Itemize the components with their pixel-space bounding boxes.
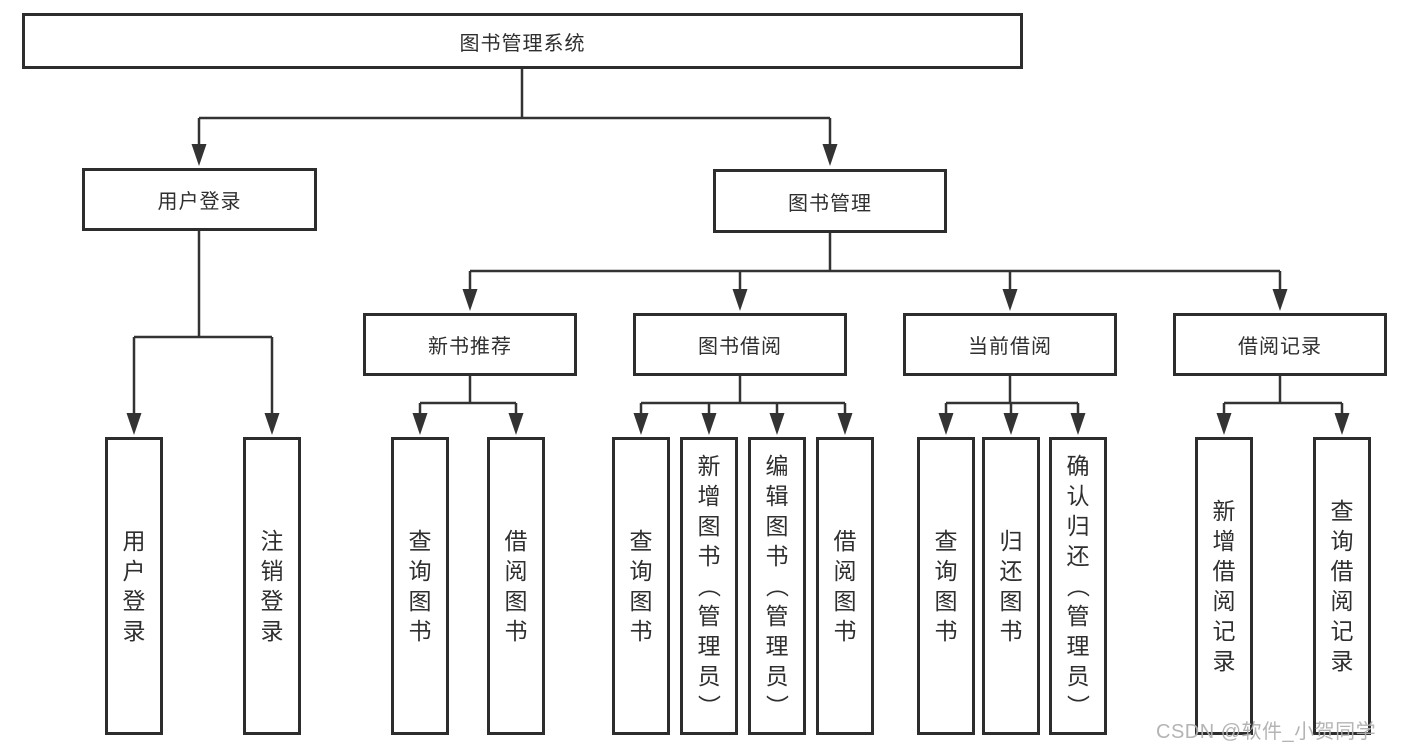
arrowhead-icon [126,413,142,435]
arrowhead-icon [462,289,478,311]
node-rec-search-books: 查询图书 [391,437,449,735]
connector-book-borrowing-to-leaves [639,376,847,415]
arrowhead-icon [732,289,748,311]
connector-current-borrowing-to-leaves [944,376,1080,415]
arrowhead-icon [837,413,853,435]
node-current-return-books: 归还图书 [982,437,1040,735]
node-current-confirm-return-admin: 确认归还（管理员） [1049,437,1107,735]
node-label: 新书推荐 [428,336,512,358]
arrowheads [126,144,1350,435]
connector-root-to-level2 [197,69,832,146]
node-label: 新增图书（管理员） [696,453,722,718]
arrowhead-icon [938,413,954,435]
node-book-management: 图书管理 [713,169,947,233]
connector-user-login-to-leaves [132,231,274,415]
node-label: 查询图书 [629,528,653,644]
connector-borrowing-records-to-leaves [1222,376,1344,415]
arrowhead-icon [1003,413,1019,435]
arrowhead-icon [701,413,717,435]
node-label: 借阅图书 [504,528,528,644]
arrowhead-icon [412,413,428,435]
arrowhead-icon [1002,289,1018,311]
node-label: 注销登录 [260,528,284,644]
node-label: 图书借阅 [698,336,782,358]
node-label: 图书管理 [788,192,872,215]
node-borrowing-records: 借阅记录 [1173,313,1387,376]
connector-book-management-to-level3 [468,233,1282,291]
node-current-borrowing: 当前借阅 [903,313,1117,376]
node-user-login-branch: 用户登录 [82,168,317,231]
arrowhead-icon [1272,289,1288,311]
node-label: 编辑图书（管理员） [764,453,790,718]
node-label: 用户登录 [157,191,242,213]
node-borrow-edit-books-admin: 编辑图书（管理员） [748,437,806,735]
node-borrow-add-books-admin: 新增图书（管理员） [680,437,738,735]
node-label: 确认归还（管理员） [1065,453,1091,718]
node-records-add-record: 新增借阅记录 [1195,437,1253,735]
node-user-login: 用户登录 [105,437,163,735]
node-library-system: 图书管理系统 [22,13,1023,69]
node-logout: 注销登录 [243,437,301,735]
node-rec-borrow-books: 借阅图书 [487,437,545,735]
node-label: 查询图书 [934,528,958,644]
node-book-borrowing: 图书借阅 [633,313,847,376]
arrowhead-icon [769,413,785,435]
node-records-search-record: 查询借阅记录 [1313,437,1371,735]
node-current-search-books: 查询图书 [917,437,975,735]
connector-new-book-recommend-to-leaves [418,376,518,415]
node-label: 借阅图书 [833,528,857,644]
node-label: 图书管理系统 [459,32,586,55]
arrowhead-icon [1334,413,1350,435]
node-label: 新增借阅记录 [1212,498,1236,674]
arrowhead-icon [1216,413,1232,435]
node-label: 借阅记录 [1238,336,1322,358]
node-borrow-search-books: 查询图书 [612,437,670,735]
arrowhead-icon [633,413,649,435]
arrowhead-icon [191,144,207,166]
arrowhead-icon [508,413,524,435]
node-label: 归还图书 [999,528,1023,644]
node-label: 当前借阅 [968,336,1052,358]
node-label: 查询借阅记录 [1330,498,1354,674]
arrowhead-icon [822,144,838,166]
node-label: 查询图书 [408,528,432,644]
node-label: 用户登录 [122,528,146,644]
arrowhead-icon [1070,413,1086,435]
arrowhead-icon [264,413,280,435]
node-borrow-borrow-books: 借阅图书 [816,437,874,735]
node-new-book-recommend: 新书推荐 [363,313,577,376]
csdn-watermark: CSDN @软件_小贺同学 [1156,721,1377,743]
